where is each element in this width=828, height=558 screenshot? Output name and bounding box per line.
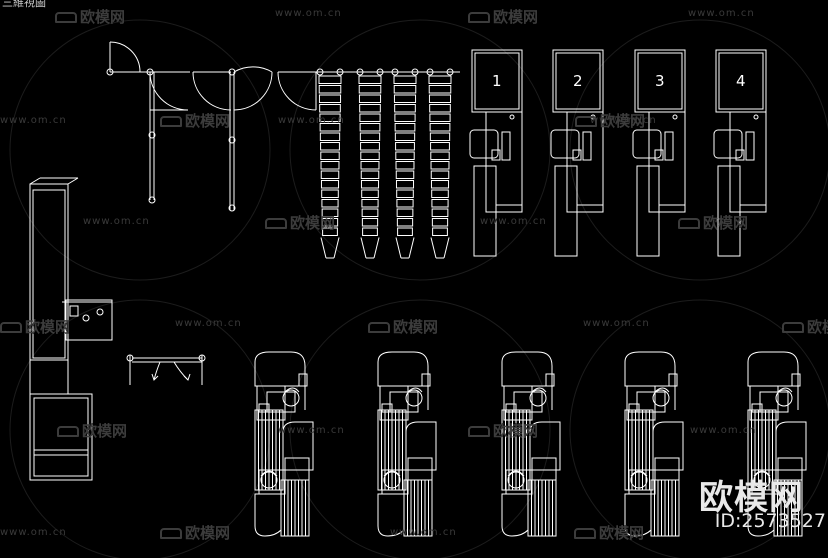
sofa-icon xyxy=(678,218,700,229)
watermark-logo: 欧模网 xyxy=(678,212,748,233)
watermark-url: www.om.cn xyxy=(583,318,650,329)
watermark-url: www.om.cn xyxy=(278,115,345,126)
strip-column xyxy=(356,68,384,259)
machine-unit xyxy=(377,351,437,537)
booth-number-label: 3 xyxy=(655,72,665,90)
booth-number-label: 1 xyxy=(492,72,502,90)
door-swing-group xyxy=(106,41,320,212)
drawing-title: 三維視圖 xyxy=(2,0,46,9)
watermark-url: www.om.cn xyxy=(275,8,342,19)
hanging-strip-columns xyxy=(312,68,460,259)
watermark-circles xyxy=(9,19,828,558)
machine-unit xyxy=(624,351,684,537)
machine-unit xyxy=(747,351,807,537)
watermark-logo: 欧模网 xyxy=(55,6,125,27)
sofa-icon xyxy=(574,528,596,539)
watermark-url: www.om.cn xyxy=(83,216,150,227)
strip-column xyxy=(391,68,419,259)
watermark-logo: 欧模网 xyxy=(160,110,230,131)
watermark-url: www.om.cn xyxy=(278,425,345,436)
machine-unit xyxy=(501,351,561,537)
watermark-logo: 欧模网 xyxy=(0,316,70,337)
sofa-icon xyxy=(782,322,804,333)
watermark-logo-text: 欧模网 xyxy=(703,214,749,232)
watermark-logo-text: 欧模网 xyxy=(185,112,231,130)
watermark-logo-text: 欧模网 xyxy=(807,318,828,336)
watermark-url: www.om.cn xyxy=(175,318,242,329)
watermark-logo-text: 欧模网 xyxy=(80,8,126,26)
sofa-icon xyxy=(160,116,182,127)
watermark-logo-text: 欧模网 xyxy=(393,318,439,336)
watermark-logo-text: 欧模网 xyxy=(290,214,336,232)
watermark-logo: 欧模网 xyxy=(160,522,230,543)
watermark-url: www.om.cn xyxy=(690,425,757,436)
booth-elevations: 1 2 3 4 xyxy=(469,49,767,257)
model-id-label: ID:2573527 xyxy=(714,510,826,532)
watermark-url: www.om.cn xyxy=(480,216,547,227)
tall-column-unit xyxy=(29,177,113,481)
watermark-logo: 欧模网 xyxy=(57,420,127,441)
sofa-icon xyxy=(468,12,490,23)
watermark-url: www.om.cn xyxy=(0,115,67,126)
sofa-icon xyxy=(575,116,597,127)
watermark-url: www.om.cn xyxy=(688,8,755,19)
watermark-logo: 欧模网 xyxy=(468,6,538,27)
watermark-url: www.om.cn xyxy=(390,527,457,538)
machine-plan-units xyxy=(254,351,807,537)
watermark-logo-text: 欧模网 xyxy=(493,422,539,440)
booth-1: 1 xyxy=(469,49,523,257)
strip-column xyxy=(316,68,344,259)
sofa-icon xyxy=(57,426,79,437)
watermark-logo: 欧模网 xyxy=(782,316,828,337)
machine-unit xyxy=(254,351,314,537)
sofa-icon xyxy=(468,426,490,437)
watermark-logo: 欧模网 xyxy=(574,522,644,543)
watermark-logo: 欧模网 xyxy=(575,110,645,131)
watermark-logo-text: 欧模网 xyxy=(25,318,71,336)
sofa-icon xyxy=(265,218,287,229)
strip-column xyxy=(426,68,454,259)
booth-4: 4 xyxy=(713,49,767,257)
small-door-plan xyxy=(126,354,206,385)
sofa-icon xyxy=(368,322,390,333)
watermark-logo-text: 欧模网 xyxy=(600,112,646,130)
sofa-icon xyxy=(0,322,22,333)
sofa-icon xyxy=(160,528,182,539)
watermark-logo-text: 欧模网 xyxy=(493,8,539,26)
watermark-logo-text: 欧模网 xyxy=(82,422,128,440)
watermark-url: www.om.cn xyxy=(590,115,657,126)
watermark-logo: 欧模网 xyxy=(368,316,438,337)
brand-logo-text: 欧模网 xyxy=(699,478,804,518)
booth-2: 2 xyxy=(550,49,604,257)
booth-number-label: 2 xyxy=(573,72,583,90)
watermark-logo: 欧模网 xyxy=(265,212,335,233)
sofa-icon xyxy=(55,12,77,23)
watermark-logo: 欧模网 xyxy=(468,420,538,441)
booth-number-label: 4 xyxy=(736,72,746,90)
watermark-logo-text: 欧模网 xyxy=(599,524,645,542)
watermark-url: www.om.cn xyxy=(0,527,67,538)
watermark-logo-text: 欧模网 xyxy=(185,524,231,542)
booth-3: 3 xyxy=(632,49,686,257)
